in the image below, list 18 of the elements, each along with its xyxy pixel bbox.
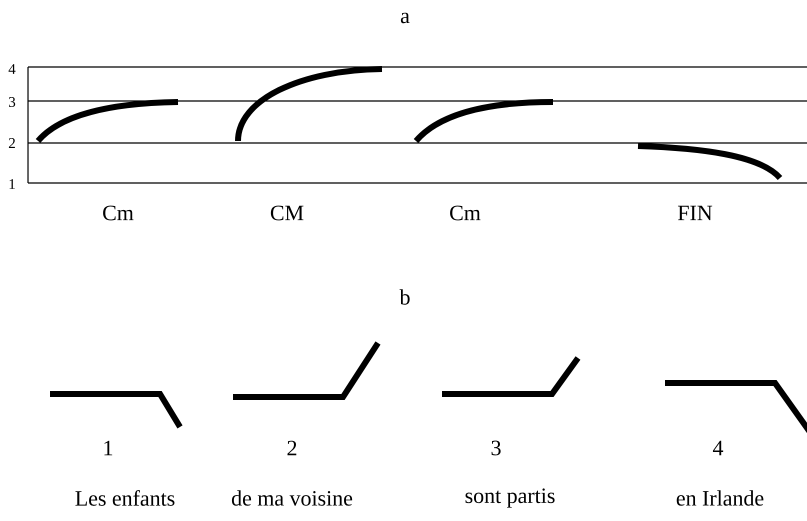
panel-label: a (400, 12, 410, 24)
axis-tick-label: 4 (8, 64, 16, 74)
segment-label: CM (270, 206, 304, 220)
axis-tick-label: 2 (8, 138, 15, 148)
phrase-text: de ma voisine (232, 490, 352, 506)
number-label: 1 (104, 440, 112, 456)
segment-label: Cm (450, 206, 480, 220)
axis-tick-label: 3 (9, 96, 16, 107)
phrase-text: sont partis (466, 488, 555, 508)
phrase-text: en Irlande (676, 490, 764, 506)
segment-label: FIN (678, 206, 712, 220)
number-label: 3 (492, 440, 501, 456)
phrase-text: Les enfants (75, 490, 174, 506)
number-label: 2 (288, 440, 296, 456)
number-label: 4 (712, 440, 724, 456)
panel-label: b (400, 289, 410, 305)
axis-tick-label: 1 (10, 179, 15, 189)
segment-label: Cm (103, 206, 134, 220)
